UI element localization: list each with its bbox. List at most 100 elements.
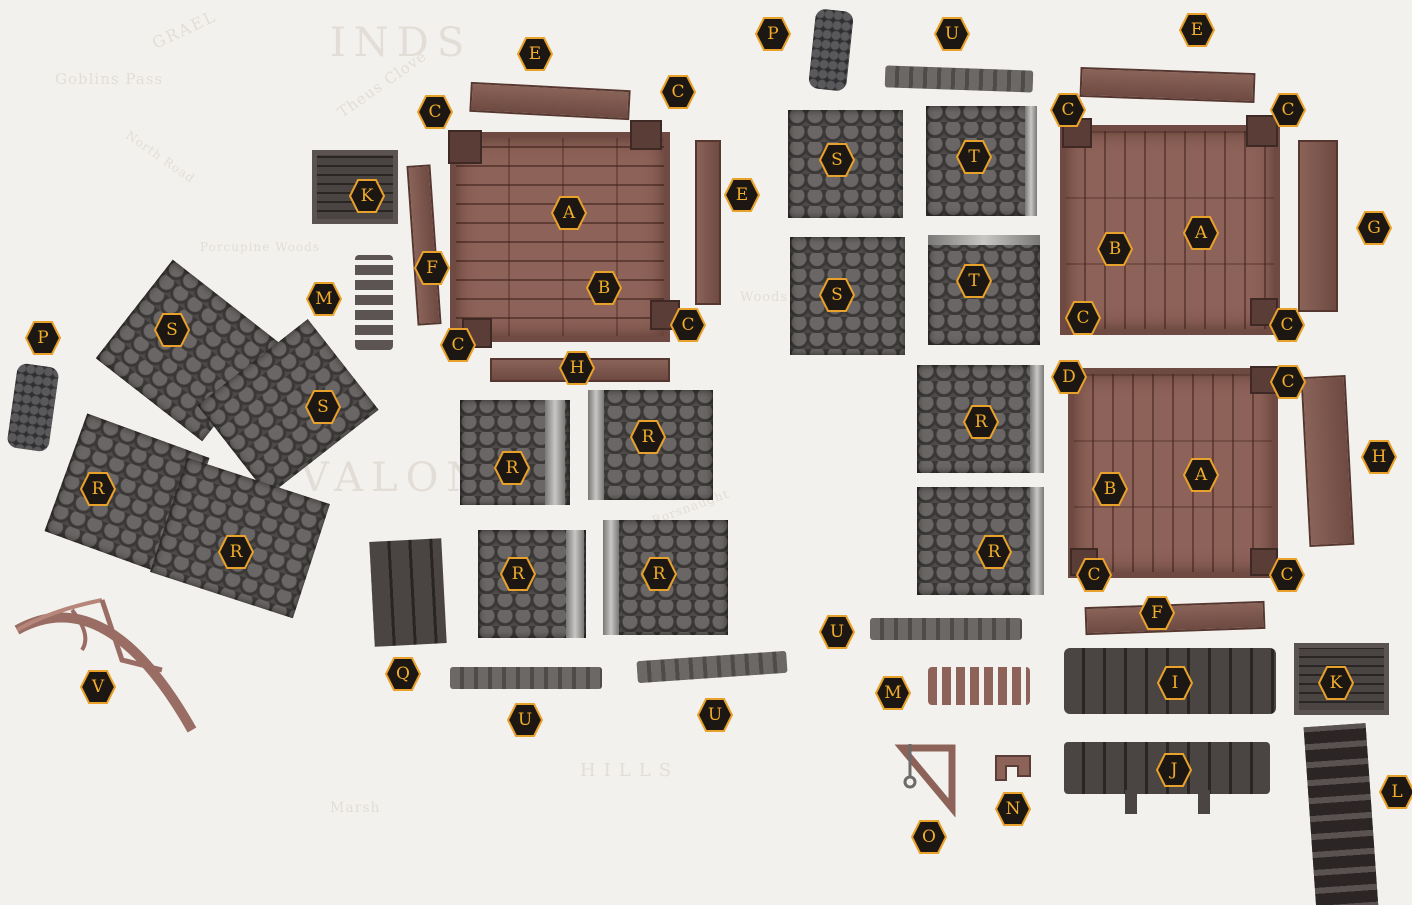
chimney-p	[6, 362, 59, 452]
part-letter: B	[586, 270, 622, 306]
part-label-d: D	[1051, 359, 1087, 395]
part-label-a: A	[1183, 457, 1219, 493]
part-letter: Q	[385, 656, 421, 692]
part-label-j: J	[1156, 752, 1192, 788]
part-letter: I	[1157, 665, 1193, 701]
part-label-t: T	[956, 139, 992, 175]
part-label-c: C	[440, 327, 476, 363]
part-label-n: N	[995, 791, 1031, 827]
part-letter: B	[1092, 471, 1128, 507]
part-label-a: A	[1183, 215, 1219, 251]
part-letter: E	[517, 36, 553, 72]
part-label-g: G	[1356, 210, 1392, 246]
part-letter: R	[630, 419, 666, 455]
roof-trim	[545, 400, 565, 505]
map-text: Goblins Pass	[55, 70, 163, 88]
roof-trim	[588, 390, 604, 500]
part-label-l: L	[1379, 774, 1412, 810]
roof-trim	[1030, 487, 1044, 595]
part-letter: N	[995, 791, 1031, 827]
part-letter: C	[670, 307, 706, 343]
part-letter: C	[1270, 364, 1306, 400]
part-letter: O	[911, 819, 947, 855]
part-letter: B	[1097, 231, 1133, 267]
part-letter: M	[875, 675, 911, 711]
bench-leg	[1198, 790, 1210, 814]
spool-m	[928, 667, 1030, 705]
part-label-c: C	[1270, 92, 1306, 128]
map-text: Porcupine Woods	[200, 240, 320, 254]
part-letter: A	[1183, 457, 1219, 493]
part-letter: T	[956, 139, 992, 175]
part-letter: F	[1139, 595, 1175, 631]
part-letter: L	[1379, 774, 1412, 810]
part-letter: K	[349, 178, 385, 214]
part-letter: A	[1183, 215, 1219, 251]
part-label-r: R	[630, 419, 666, 455]
part-label-s: S	[819, 142, 855, 178]
part-letter: H	[559, 350, 595, 386]
part-letter: U	[819, 614, 855, 650]
part-label-e: E	[1179, 12, 1215, 48]
part-label-c: C	[1269, 307, 1305, 343]
part-label-h: H	[1361, 439, 1397, 475]
part-letter: U	[697, 697, 733, 733]
part-letter: C	[1050, 92, 1086, 128]
part-letter: M	[306, 281, 342, 317]
part-label-r: R	[494, 450, 530, 486]
roof-trim	[566, 530, 584, 638]
part-label-e: E	[517, 36, 553, 72]
part-letter: U	[507, 702, 543, 738]
roof-ridge-u	[636, 651, 787, 683]
part-letter: R	[963, 404, 999, 440]
part-label-c: C	[1076, 557, 1112, 593]
part-label-h: H	[559, 350, 595, 386]
chimney-p	[808, 8, 854, 92]
floor-tile-a	[450, 132, 670, 342]
roof-ridge-u	[870, 618, 1022, 640]
part-letter: C	[1269, 557, 1305, 593]
part-label-c: C	[1270, 364, 1306, 400]
part-letter: R	[641, 556, 677, 592]
part-label-c: C	[417, 94, 453, 130]
part-letter: S	[305, 389, 341, 425]
part-label-q: Q	[385, 656, 421, 692]
part-label-r: R	[218, 534, 254, 570]
part-label-e: E	[724, 177, 760, 213]
corner-post-c	[630, 120, 662, 150]
part-label-s: S	[819, 277, 855, 313]
roof-trim	[1025, 106, 1037, 216]
part-letter: C	[1270, 92, 1306, 128]
part-letter: J	[1156, 752, 1192, 788]
part-letter: S	[819, 277, 855, 313]
map-text: Woods	[740, 290, 788, 305]
ladder-l	[1304, 723, 1379, 905]
wall-plank-h	[1301, 375, 1355, 547]
part-label-u: U	[507, 702, 543, 738]
part-letter: C	[1269, 307, 1305, 343]
roof-trim	[603, 520, 619, 635]
part-label-k: K	[349, 178, 385, 214]
part-label-m: M	[875, 675, 911, 711]
part-label-s: S	[305, 389, 341, 425]
part-letter: R	[494, 450, 530, 486]
part-label-f: F	[414, 250, 450, 286]
part-label-b: B	[586, 270, 622, 306]
part-label-r: R	[976, 534, 1012, 570]
part-label-c: C	[670, 307, 706, 343]
part-label-b: B	[1097, 231, 1133, 267]
map-text: HILLS	[580, 760, 679, 781]
part-letter: K	[1318, 665, 1354, 701]
part-letter: T	[956, 263, 992, 299]
part-label-c: C	[1050, 92, 1086, 128]
part-letter: D	[1051, 359, 1087, 395]
part-letter: C	[440, 327, 476, 363]
part-label-r: R	[963, 404, 999, 440]
part-letter: R	[976, 534, 1012, 570]
part-letter: R	[218, 534, 254, 570]
part-label-p: P	[755, 16, 791, 52]
part-label-p: P	[25, 320, 61, 356]
spool-m	[355, 255, 393, 350]
corner-post-c	[448, 130, 482, 164]
map-text: GRAEL	[149, 6, 219, 52]
